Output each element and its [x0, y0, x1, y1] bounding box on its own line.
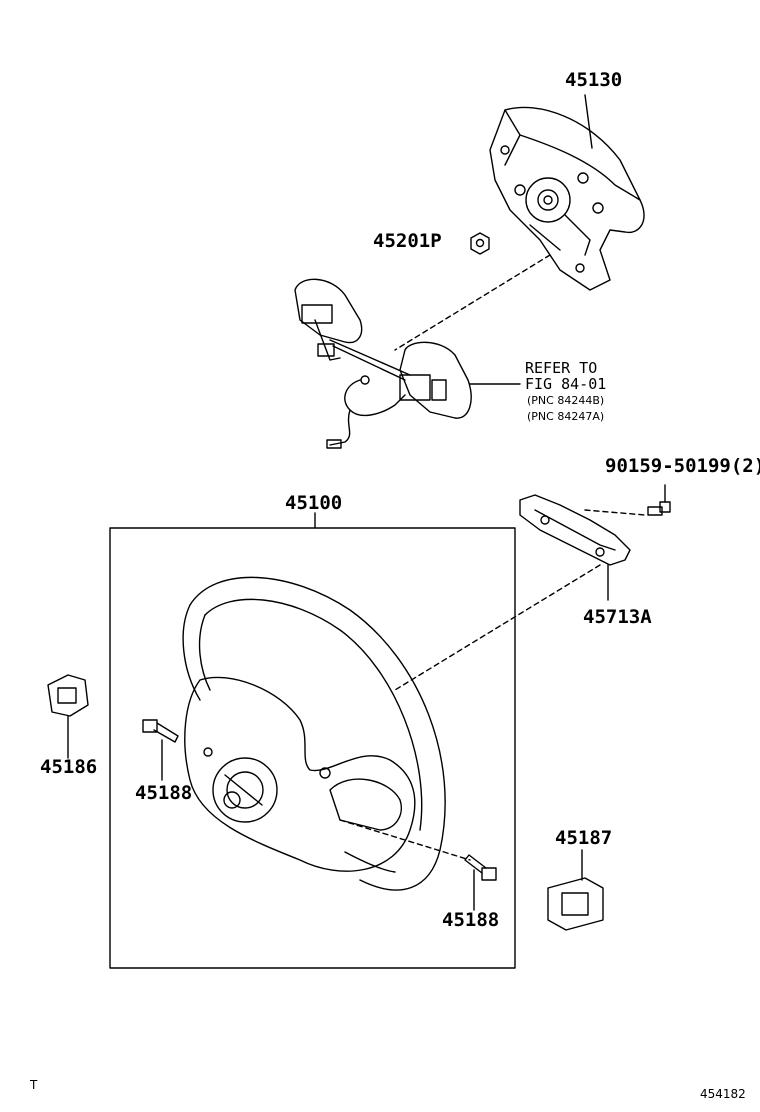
dashed-guide-screw: [339, 819, 471, 861]
figure-id: 454182: [700, 1087, 746, 1101]
part-label-45187: 45187: [555, 827, 613, 849]
part-label-45201p: 45201P: [373, 230, 442, 252]
steering-wheel-illustration: [182, 576, 446, 891]
part-label-45188-right: 45188: [442, 909, 500, 931]
cover-left-illustration: [47, 674, 89, 717]
dashed-guide-bracket: [394, 564, 601, 691]
assembly-frame: [109, 527, 516, 969]
nut-illustration: [470, 232, 490, 255]
footer-mark: T: [30, 1078, 38, 1092]
dashed-guide-pad: [394, 254, 551, 351]
refer-line-1: REFER TO: [525, 359, 598, 377]
dashed-guide-bolt: [584, 509, 646, 516]
part-label-45130: 45130: [565, 69, 623, 91]
steering-switch-illustration: [294, 278, 472, 449]
refer-pnc-2: (PNC 84247A): [527, 410, 605, 423]
refer-line-2: FIG 84-01: [525, 375, 607, 393]
part-label-45713a: 45713A: [583, 606, 652, 628]
bolt-illustration: [647, 484, 671, 516]
part-label-45186: 45186: [40, 756, 98, 778]
screw-right-illustration: [464, 854, 497, 881]
refer-pnc-1: (PNC 84244B): [527, 394, 605, 407]
part-label-90159: 90159-50199(2): [605, 455, 760, 477]
bracket-illustration: [519, 494, 631, 566]
part-label-45188-left: 45188: [135, 782, 193, 804]
screw-left-illustration: [142, 719, 179, 743]
cover-right-illustration: [547, 877, 604, 931]
leader-45130: [584, 94, 593, 149]
airbag-pad-illustration: [489, 106, 645, 291]
part-label-45100: 45100: [285, 492, 343, 514]
